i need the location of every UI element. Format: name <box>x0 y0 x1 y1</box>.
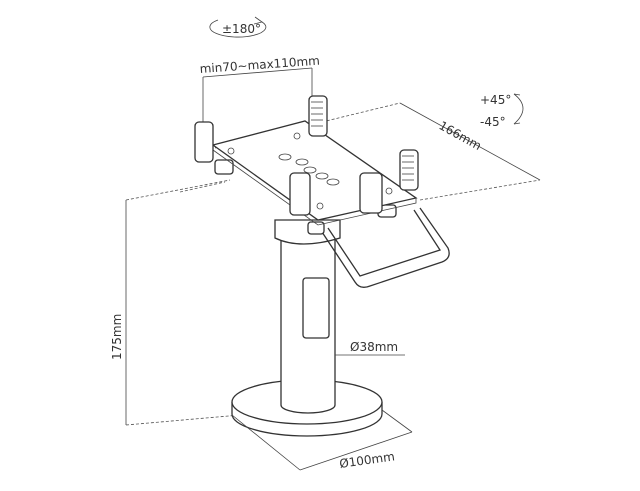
column-diameter-label: Ø38mm <box>350 340 398 354</box>
clamp-arms <box>194 95 419 216</box>
base-diameter-line <box>299 431 413 471</box>
width-dimension-line <box>202 67 313 78</box>
depth-label: 166mm <box>437 118 484 153</box>
stand-column <box>274 219 341 414</box>
tilt-plus-label: +45° <box>480 93 511 107</box>
depth-dimension-line <box>399 102 541 181</box>
handle <box>321 207 450 288</box>
rotation-arrow-icon <box>209 16 267 38</box>
base-diameter-label: Ø100mm <box>338 449 395 471</box>
rotation-label: ±180° <box>222 22 261 36</box>
height-label: 175mm <box>110 314 124 360</box>
tilt-minus-label: -45° <box>480 115 506 129</box>
tilt-arrow-icon <box>513 93 524 125</box>
